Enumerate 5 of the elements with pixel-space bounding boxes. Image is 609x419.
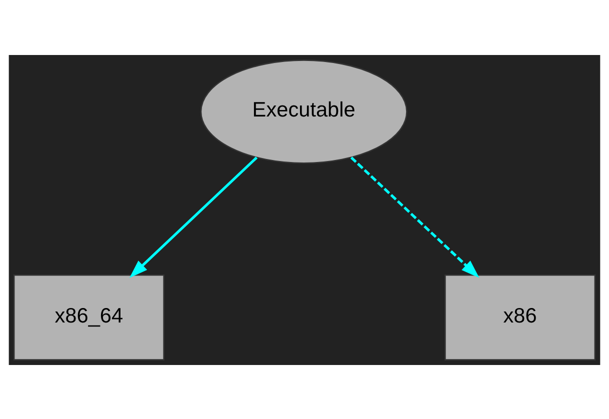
arrow: [350, 156, 480, 278]
node-box: x86: [444, 274, 596, 360]
node-box: x86_64: [13, 274, 164, 360]
node-ellipse: Executable: [200, 59, 408, 164]
arrow: [129, 156, 258, 278]
